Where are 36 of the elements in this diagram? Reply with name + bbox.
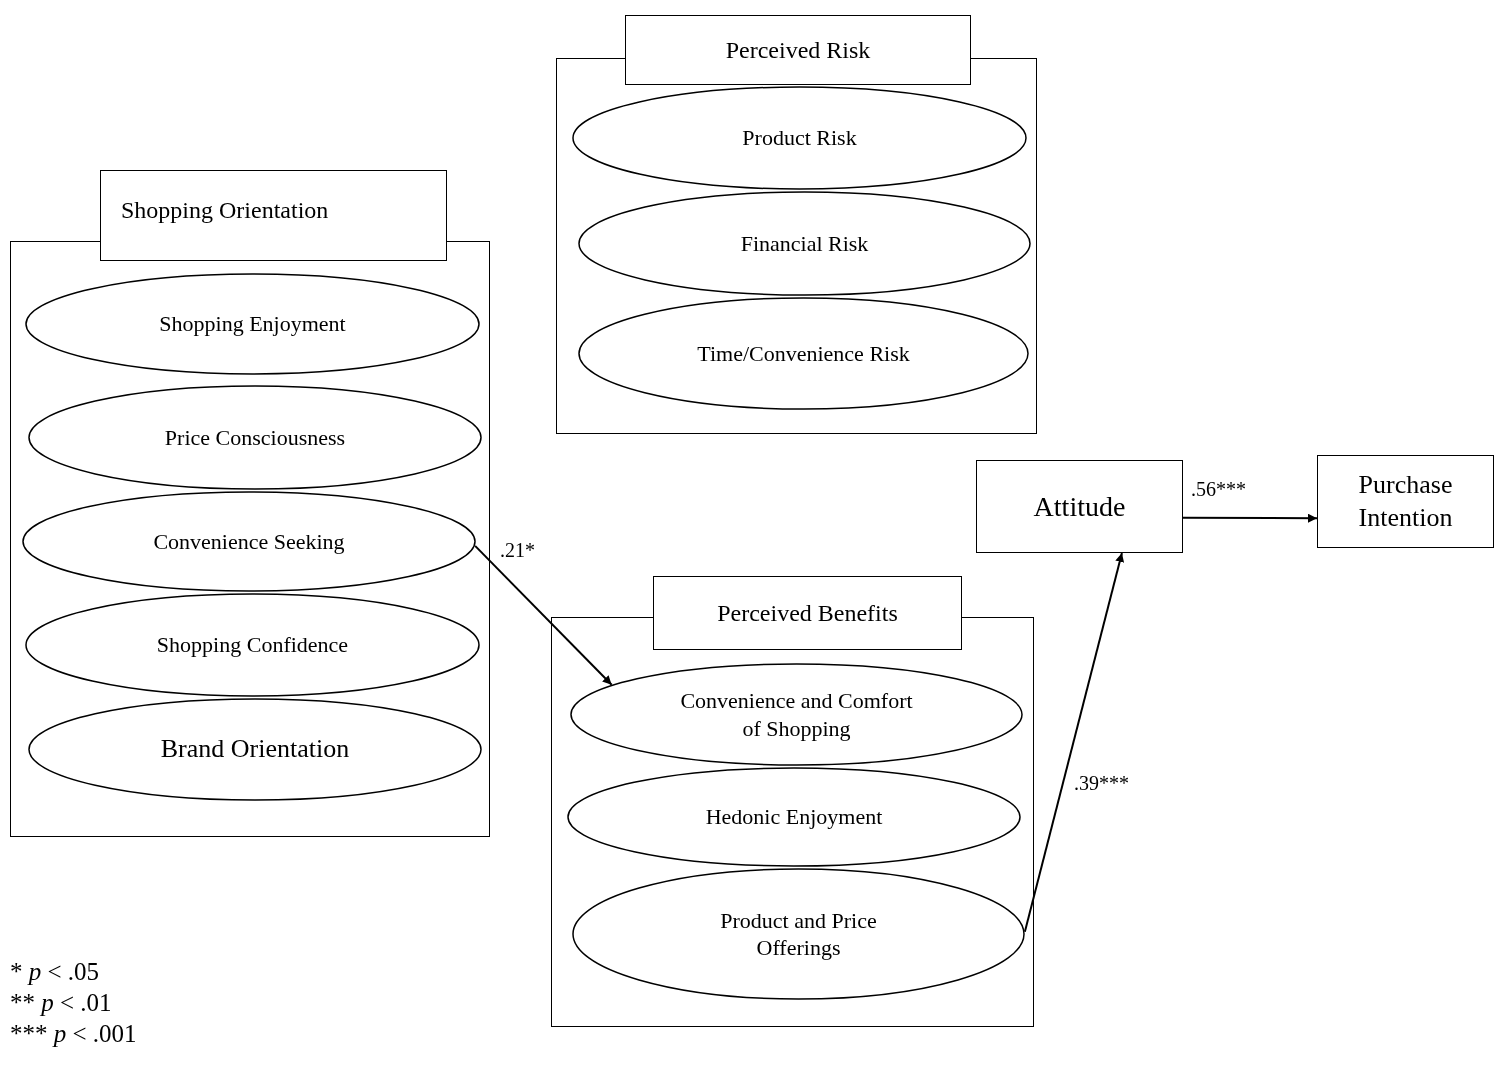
edge-label: .56*** — [1189, 479, 1248, 499]
construct-ellipse — [578, 191, 1031, 296]
ellipse-label: Hedonic Enjoyment — [704, 803, 884, 831]
construct-ellipse — [567, 767, 1021, 867]
significance-note: *** p < .001 — [10, 1019, 137, 1049]
construct-ellipse — [28, 385, 482, 490]
group-heading: Perceived Benefits — [653, 576, 962, 650]
construct-ellipse — [22, 491, 476, 592]
ellipse-label: Shopping Confidence — [155, 631, 350, 659]
ellipse-label: Product and Price Offerings — [719, 906, 878, 962]
edge-label: .21* — [498, 540, 537, 560]
construct-ellipse — [570, 663, 1023, 766]
arrow — [1023, 552, 1125, 933]
construct-ellipse — [25, 273, 480, 375]
ellipse-label: Shopping Enjoyment — [158, 310, 347, 338]
group-heading: Perceived Risk — [625, 15, 971, 85]
arrow — [1182, 513, 1318, 523]
construct-ellipse — [572, 868, 1025, 1000]
ellipse-label: Price Consciousness — [163, 423, 347, 452]
construct-box: Attitude — [976, 460, 1183, 553]
construct-ellipse — [578, 297, 1029, 410]
construct-ellipse — [25, 593, 480, 697]
group-heading: Shopping Orientation — [100, 170, 447, 261]
construct-ellipse — [572, 86, 1027, 190]
arrow — [474, 544, 613, 686]
ellipse-label: Convenience and Comfort of Shopping — [679, 687, 914, 742]
ellipse-label: Financial Risk — [739, 229, 870, 258]
significance-note: ** p < .01 — [10, 988, 113, 1018]
ellipse-label: Product Risk — [741, 124, 858, 152]
construct-ellipse — [28, 698, 482, 801]
edge-label: .39*** — [1072, 773, 1131, 793]
ellipse-label: Time/Convenience Risk — [696, 339, 911, 368]
construct-box: Purchase Intention — [1317, 455, 1494, 548]
significance-note: *p < .05 — [10, 957, 101, 987]
ellipse-label: Convenience Seeking — [152, 527, 346, 556]
ellipse-label: Brand Orientation — [159, 733, 351, 766]
